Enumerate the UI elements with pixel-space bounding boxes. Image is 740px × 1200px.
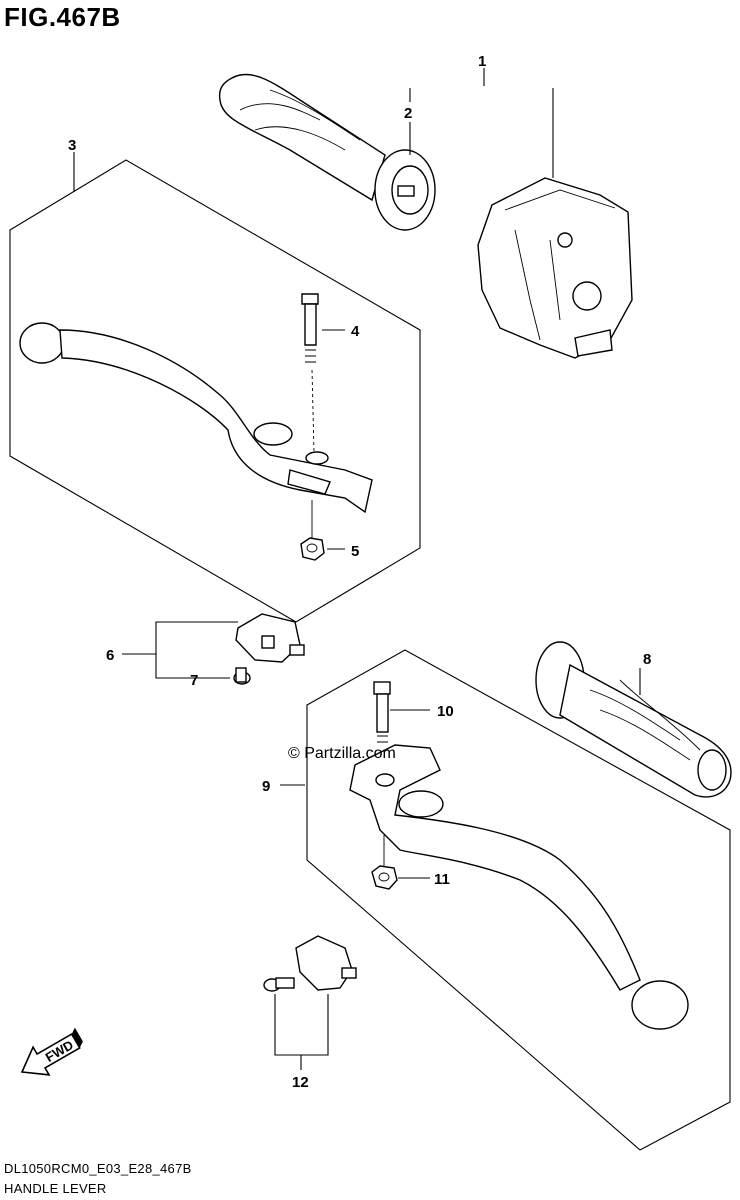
lever-assembly-3-outline <box>9 159 421 623</box>
callout-9: 9 <box>262 778 270 795</box>
grip-part-8[interactable] <box>535 641 732 798</box>
leader-lines <box>73 68 641 1070</box>
nut-part-11[interactable] <box>371 835 398 890</box>
callout-5: 5 <box>351 543 359 560</box>
switch-housing-part-1[interactable] <box>477 177 633 359</box>
switch-part-12[interactable] <box>263 935 357 992</box>
callout-11: 11 <box>434 871 450 888</box>
callout-2: 2 <box>404 105 412 122</box>
model-code: DL1050RCM0_E03_E28_467B <box>4 1161 192 1176</box>
clutch-lever-part-9[interactable] <box>349 744 689 1030</box>
fwd-arrow-icon: FWD <box>20 1027 83 1076</box>
figure-name: HANDLE LEVER <box>4 1181 107 1196</box>
switch-part-6[interactable] <box>235 613 305 663</box>
callout-12: 12 <box>292 1074 309 1091</box>
bolt-part-10[interactable] <box>373 681 391 743</box>
callout-10: 10 <box>437 703 454 720</box>
callout-4: 4 <box>351 323 360 340</box>
watermark: © Partzilla.com <box>288 745 396 762</box>
brake-lever-part-3[interactable] <box>19 322 373 514</box>
callout-6: 6 <box>106 647 114 664</box>
lever-assembly-9-outline <box>306 649 731 1151</box>
screw-part-7[interactable] <box>233 667 251 685</box>
callout-8: 8 <box>643 651 651 668</box>
grip-part-2[interactable] <box>218 73 436 231</box>
callout-7: 7 <box>190 672 198 689</box>
callout-1: 1 <box>478 53 486 70</box>
bolt-part-4[interactable] <box>301 293 319 453</box>
callout-3: 3 <box>68 137 76 154</box>
nut-part-5[interactable] <box>300 500 325 561</box>
figure-title: FIG.467B <box>4 2 121 32</box>
